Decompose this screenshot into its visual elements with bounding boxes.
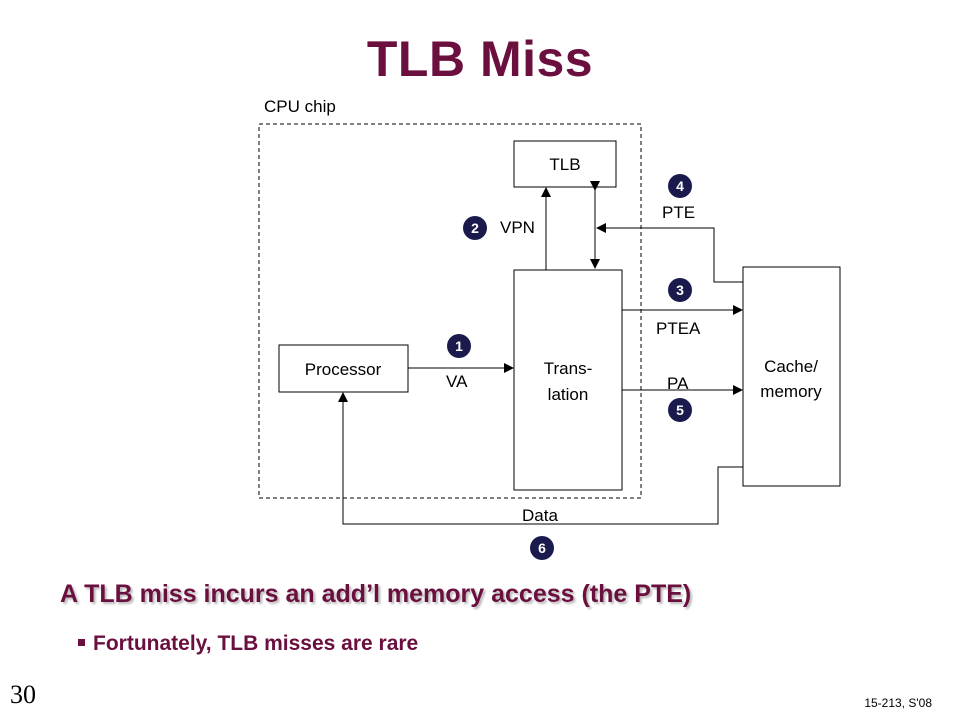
sub-bullet-text: Fortunately, TLB misses are rare bbox=[93, 632, 419, 655]
square-bullet-icon bbox=[78, 638, 85, 646]
step-1-marker: 1 bbox=[447, 334, 471, 358]
ptea-label: PTEA bbox=[656, 319, 701, 338]
step-1-number: 1 bbox=[455, 338, 463, 354]
vpn-label: VPN bbox=[500, 218, 535, 237]
step-6-marker: 6 bbox=[530, 536, 554, 560]
step-2-marker: 2 bbox=[463, 216, 487, 240]
processor-label: Processor bbox=[305, 360, 382, 379]
course-footer: 15-213, S'08 bbox=[864, 696, 932, 710]
processor-box bbox=[278, 344, 409, 393]
step-4-marker: 4 bbox=[668, 174, 692, 198]
step-2-number: 2 bbox=[471, 220, 479, 236]
sub-bullet: Fortunately, TLB misses are rare bbox=[78, 632, 418, 656]
data-arrow bbox=[338, 392, 743, 525]
step-5-number: 5 bbox=[676, 402, 684, 418]
slide-number: 30 bbox=[10, 680, 36, 709]
cache-label-line2: memory bbox=[760, 382, 822, 401]
data-label: Data bbox=[522, 506, 558, 525]
tlb-label: TLB bbox=[549, 155, 580, 174]
translation-label-line1: Trans- bbox=[544, 359, 593, 378]
cpu-chip-label: CPU chip bbox=[264, 97, 336, 116]
slide-title: TLB Miss bbox=[366, 31, 594, 87]
pa-label: PA bbox=[667, 374, 689, 393]
cpu-chip-region bbox=[258, 123, 642, 499]
main-bullet: A TLB miss incurs an add’l memory access… bbox=[60, 580, 692, 608]
step-3-marker: 3 bbox=[668, 278, 692, 302]
cache-memory-box bbox=[742, 266, 841, 487]
va-label: VA bbox=[446, 372, 468, 391]
step-4-number: 4 bbox=[676, 178, 684, 194]
tlb-box bbox=[513, 140, 617, 188]
translation-label-line2: lation bbox=[548, 385, 589, 404]
pte-arrow bbox=[596, 223, 743, 283]
pte-label: PTE bbox=[662, 203, 695, 222]
translation-box bbox=[513, 269, 623, 491]
step-3-number: 3 bbox=[676, 282, 684, 298]
cache-label-line1: Cache/ bbox=[764, 357, 818, 376]
step-6-number: 6 bbox=[538, 540, 546, 556]
step-5-marker: 5 bbox=[668, 398, 692, 422]
